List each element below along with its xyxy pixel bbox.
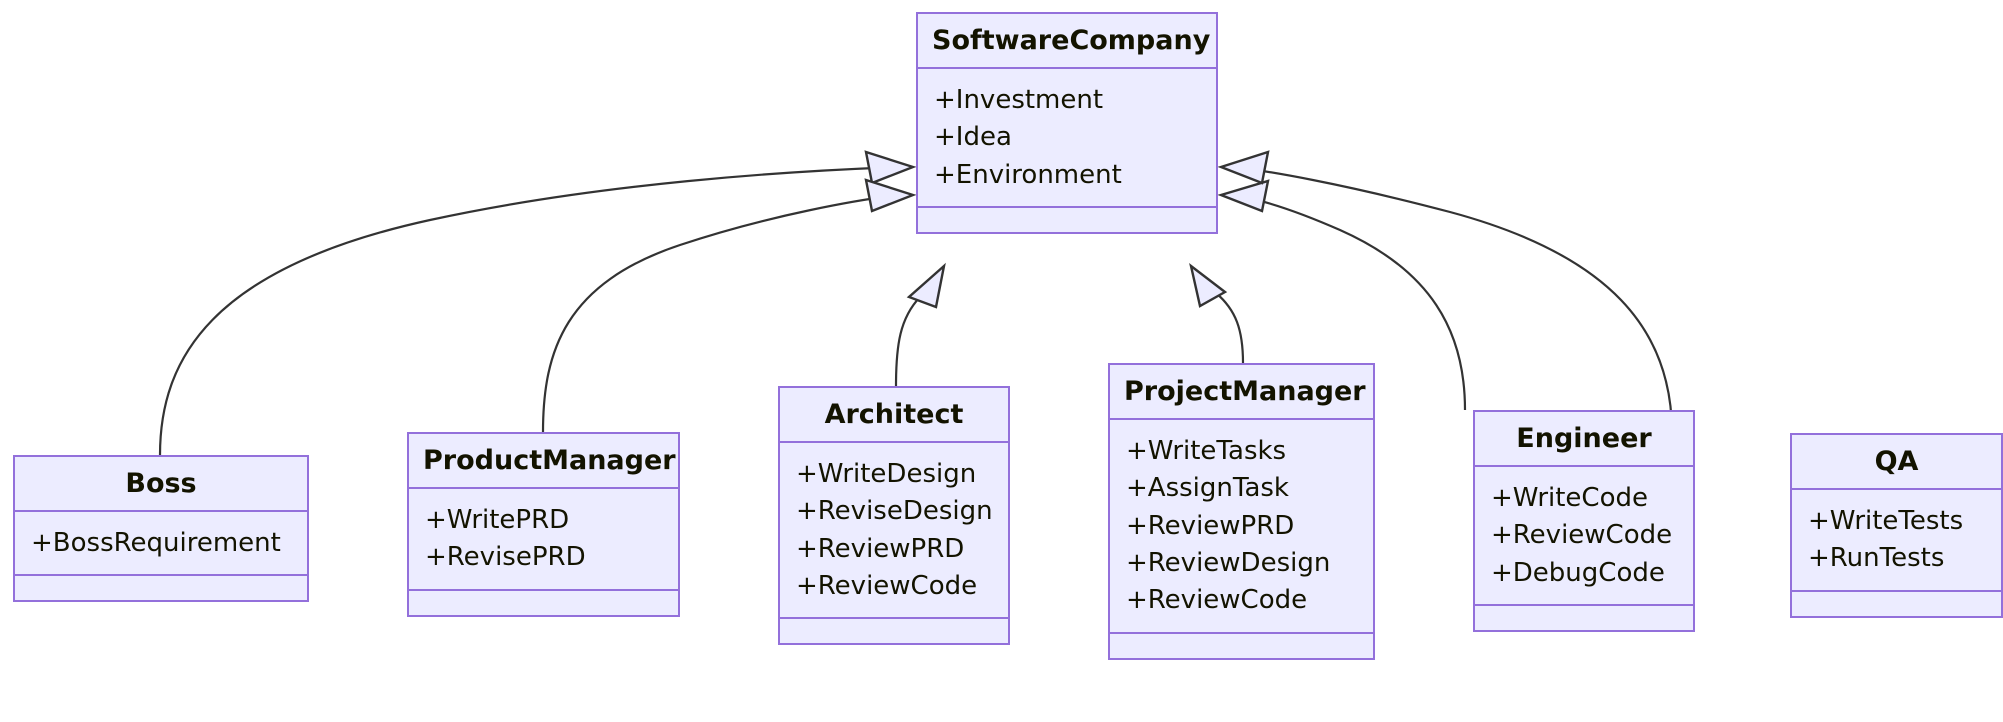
class-divider — [1792, 488, 2001, 490]
class-attribute: +ReviewCode — [1491, 520, 1673, 551]
class-divider — [918, 67, 1216, 69]
class-divider — [1792, 589, 2001, 592]
class-divider — [1110, 631, 1373, 634]
class-attribute: +Environment — [934, 159, 1122, 190]
class-attribute: +ReviewPRD — [796, 533, 965, 564]
edge-architect-to-softwarecompany — [894, 262, 946, 387]
class-attribute: +WriteCode — [1491, 483, 1648, 513]
class-node-architect[interactable]: Architect +WriteDesign +ReviseDesign +Re… — [778, 386, 1010, 646]
class-attribute: +AssignTask — [1126, 473, 1289, 504]
class-title-boss: Boss — [125, 468, 197, 499]
class-attribute: +ReviseDesign — [796, 496, 993, 527]
class-attributes-projectmanager: +WriteTasks +AssignTask +ReviewPRD +Revi… — [1110, 420, 1373, 632]
class-attribute: +ReviewCode — [1126, 585, 1308, 616]
class-node-softwarecompany[interactable]: SoftwareCompany +Investment +Idea +Envir… — [916, 12, 1218, 234]
edge-projectmanager-to-softwarecompany — [1189, 263, 1245, 364]
class-attributes-productmanager: +WritePRD +RevisePRD — [409, 489, 678, 589]
class-attribute: +RunTests — [1808, 543, 1945, 574]
class-title-architect: Architect — [824, 399, 964, 430]
class-attribute: +ReviewPRD — [1126, 510, 1295, 541]
class-attribute: +BossRequirement — [31, 528, 281, 558]
class-node-projectmanager[interactable]: ProjectManager +WriteTasks +AssignTask +… — [1108, 363, 1375, 660]
class-attribute: +WriteTests — [1808, 506, 1964, 536]
class-node-qa[interactable]: QA +WriteTests +RunTests — [1790, 433, 2003, 618]
class-methods-productmanager — [409, 591, 678, 615]
class-attribute: +ReviewDesign — [1126, 547, 1331, 578]
class-attribute: +Idea — [934, 122, 1012, 153]
class-methods-softwarecompany — [918, 208, 1216, 232]
class-divider — [1475, 603, 1693, 606]
class-title-qa: QA — [1874, 446, 1919, 477]
class-node-productmanager[interactable]: ProductManager +WritePRD +RevisePRD — [407, 432, 680, 617]
class-divider — [409, 487, 678, 489]
class-methods-engineer — [1475, 606, 1693, 630]
class-attribute: +DebugCode — [1491, 557, 1665, 588]
class-methods-architect — [780, 619, 1008, 643]
class-methods-projectmanager — [1110, 634, 1373, 658]
class-methods-boss — [15, 576, 307, 600]
class-divider — [15, 510, 307, 512]
class-divider — [918, 205, 1216, 208]
class-divider — [780, 441, 1008, 443]
class-methods-qa — [1792, 592, 2001, 616]
class-title-productmanager: ProductManager — [423, 445, 676, 476]
class-divider — [1110, 418, 1373, 420]
class-attribute: +WritePRD — [425, 505, 570, 535]
class-attributes-qa: +WriteTests +RunTests — [1792, 490, 2001, 590]
class-divider — [15, 574, 307, 577]
class-attributes-engineer: +WriteCode +ReviewCode +DebugCode — [1475, 467, 1693, 604]
class-attributes-architect: +WriteDesign +ReviseDesign +ReviewPRD +R… — [780, 443, 1008, 617]
class-node-engineer[interactable]: Engineer +WriteCode +ReviewCode +DebugCo… — [1473, 410, 1695, 632]
class-divider — [1475, 465, 1693, 467]
class-title-softwarecompany: SoftwareCompany — [932, 25, 1211, 56]
class-divider — [409, 588, 678, 591]
class-attribute: +Investment — [934, 85, 1104, 115]
class-attribute: +WriteDesign — [796, 459, 977, 489]
class-attribute: +RevisePRD — [425, 542, 586, 573]
class-node-boss[interactable]: Boss +BossRequirement — [13, 455, 309, 603]
class-attribute: +WriteTasks — [1126, 436, 1287, 466]
class-divider — [780, 617, 1008, 620]
class-attributes-boss: +BossRequirement — [15, 512, 307, 574]
class-attribute: +ReviewCode — [796, 570, 978, 601]
class-attributes-softwarecompany: +Investment +Idea +Environment — [918, 69, 1216, 206]
class-title-projectmanager: ProjectManager — [1124, 376, 1366, 407]
class-title-engineer: Engineer — [1516, 423, 1652, 454]
